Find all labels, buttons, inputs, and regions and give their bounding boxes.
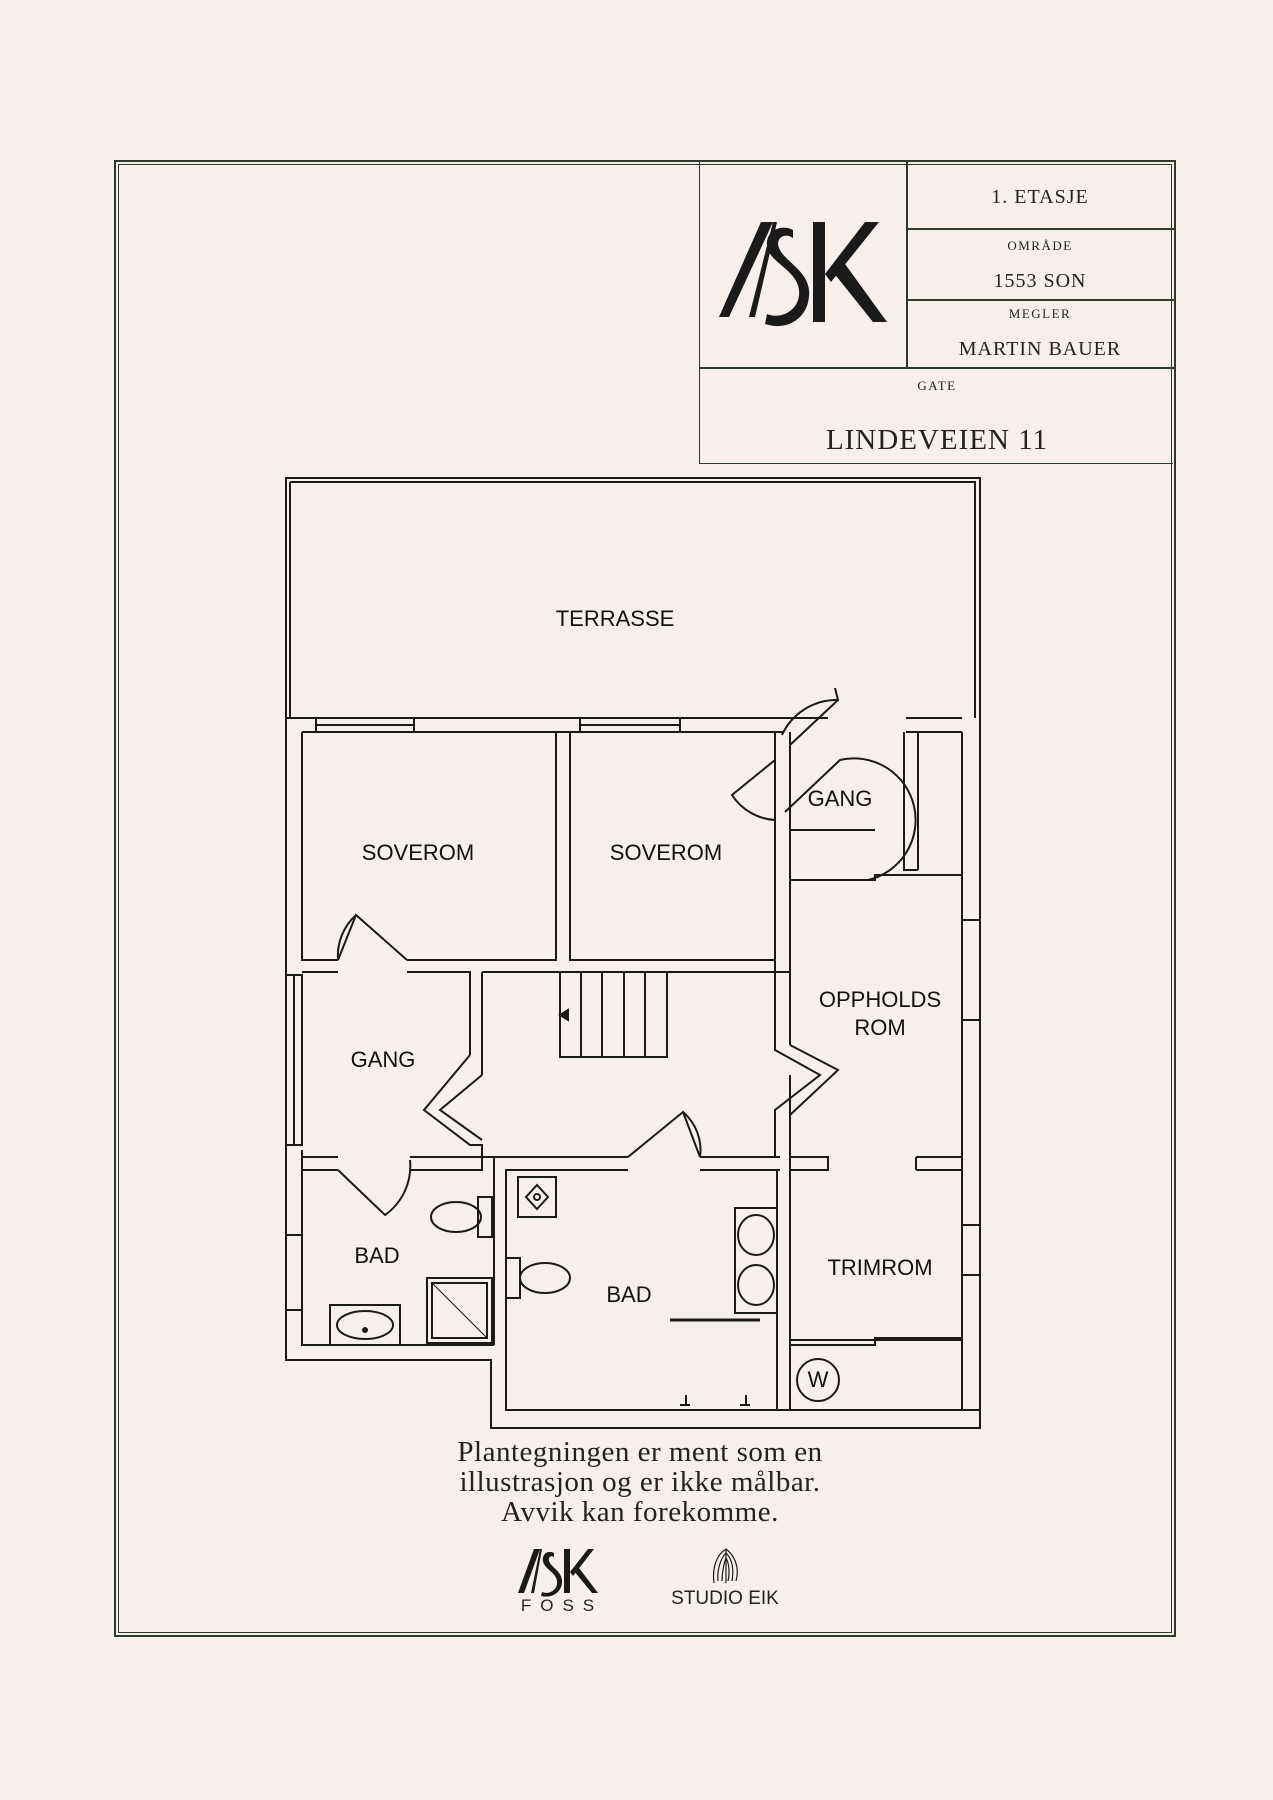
room-label-gang-left: GANG bbox=[350, 1047, 416, 1072]
outer-wall bbox=[285, 477, 981, 1429]
studio-eik-leaf-icon bbox=[712, 1548, 738, 1584]
room-label-rom: ROM bbox=[854, 1015, 906, 1040]
ask-logo bbox=[719, 222, 887, 327]
street-label: GATE bbox=[917, 378, 957, 393]
room-label-oppholds: OPPHOLDS bbox=[818, 987, 942, 1012]
studio-eik-logo: STUDIO EIK bbox=[671, 1588, 779, 1609]
area-value: 1553 SON bbox=[993, 270, 1087, 292]
title-block-divider bbox=[906, 162, 908, 367]
broker-value: MARTIN BAUER bbox=[958, 338, 1122, 360]
room-label-bad-left: BAD bbox=[354, 1243, 400, 1268]
room-label-trimrom: TRIMROM bbox=[827, 1255, 933, 1280]
room-label-soverom-1: SOVEROM bbox=[361, 840, 475, 865]
title-block-divider bbox=[700, 367, 1174, 369]
disclaimer-line-2: illustrasjon og er ikke målbar. bbox=[459, 1466, 821, 1498]
title-block-divider bbox=[906, 299, 1174, 301]
room-label-gang-top: GANG bbox=[807, 786, 873, 811]
room-label-soverom-2: SOVEROM bbox=[609, 840, 723, 865]
ask-foss-sub: FOSS bbox=[520, 1596, 604, 1615]
disclaimer-line-1: Plantegningen er ment som en bbox=[457, 1436, 823, 1468]
title-block: 1. ETASJE OMRÅDE 1553 SON MEGLER MARTIN … bbox=[699, 162, 1174, 464]
page-frame bbox=[114, 160, 1176, 1637]
area-label: OMRÅDE bbox=[1007, 238, 1073, 253]
broker-label: MEGLER bbox=[1008, 306, 1072, 321]
room-label-terrasse: TERRASSE bbox=[555, 606, 675, 631]
street-value: LINDEVEIEN 11 bbox=[825, 424, 1049, 456]
water-heater-symbol: W bbox=[807, 1367, 829, 1392]
disclaimer-line-3: Avvik kan forekomme. bbox=[501, 1496, 779, 1528]
ask-foss-logo bbox=[518, 1549, 598, 1597]
title-block-divider bbox=[906, 228, 1174, 230]
disclaimer: Plantegningen er ment som en illustrasjo… bbox=[340, 1437, 940, 1527]
floor-value: 1. ETASJE bbox=[991, 186, 1089, 208]
room-label-bad-center: BAD bbox=[606, 1282, 652, 1307]
